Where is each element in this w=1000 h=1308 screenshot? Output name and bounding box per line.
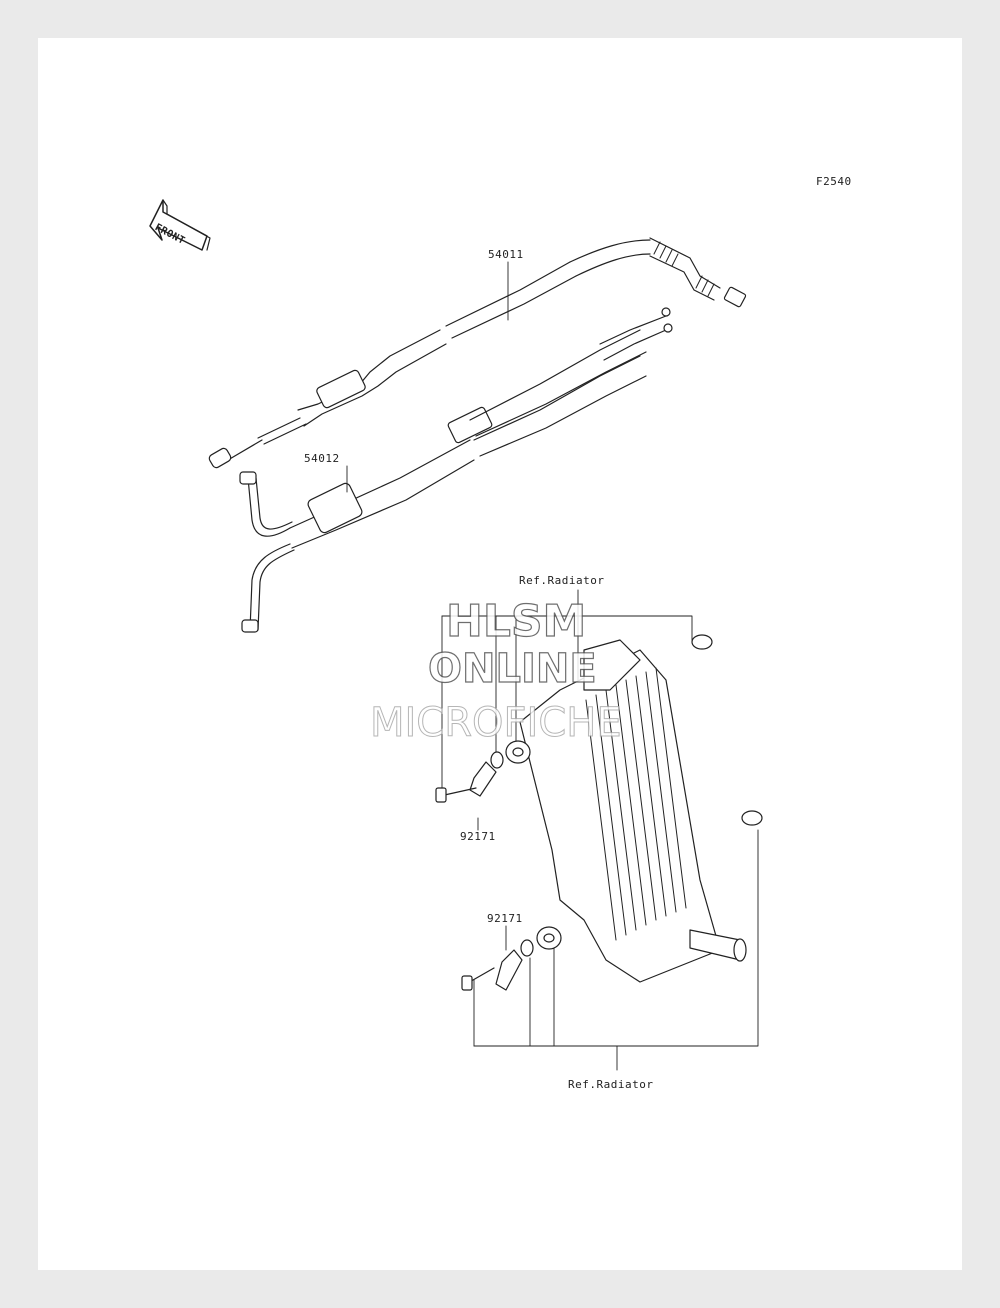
ref-label-radiator-bottom[interactable]: Ref.Radiator bbox=[568, 1078, 654, 1091]
watermark-hlsm: HLSM bbox=[445, 595, 587, 647]
part-label-92171-upper[interactable]: 92171 bbox=[460, 830, 496, 843]
ref-label-radiator-top[interactable]: Ref.Radiator bbox=[519, 574, 605, 587]
radiator bbox=[519, 639, 747, 983]
part-label-54011[interactable]: 54011 bbox=[488, 248, 524, 261]
leader-lines bbox=[346, 261, 759, 1071]
figure-code: F2540 bbox=[816, 175, 852, 188]
part-label-92171-lower[interactable]: 92171 bbox=[487, 912, 523, 925]
throttle-cable-54011 bbox=[208, 237, 747, 469]
hardware bbox=[435, 634, 763, 991]
throttle-cable-54012 bbox=[239, 307, 673, 633]
part-label-54012[interactable]: 54012 bbox=[304, 452, 340, 465]
watermark-online: ONLINE bbox=[427, 645, 597, 692]
watermark-microfiche: MICROFICHE bbox=[370, 700, 623, 747]
front-arrow-icon bbox=[149, 199, 211, 251]
